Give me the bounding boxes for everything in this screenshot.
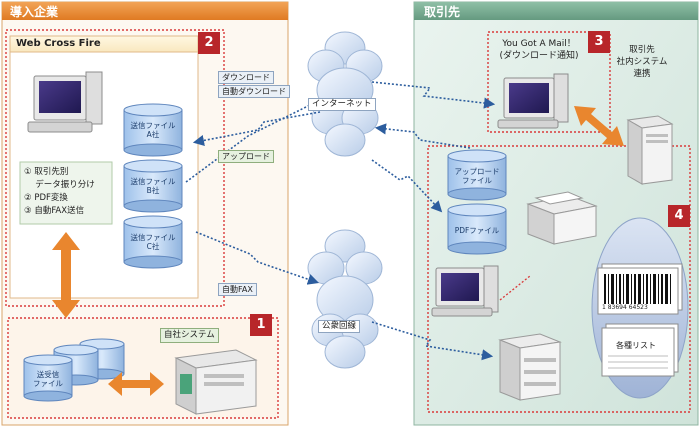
upload-file-label: アップロード ファイル [447, 167, 507, 185]
company-server-icon [174, 349, 258, 415]
internet-label: インターネット [308, 98, 376, 111]
mail-computer-icon [497, 73, 569, 129]
step-1: ① 取引先別 [24, 167, 69, 177]
file-b-line1: 送信ファイル [130, 177, 176, 186]
list-document-icon [601, 323, 679, 377]
partner-system-line2: 社内システム [616, 57, 668, 67]
upload-file-line2: ファイル [462, 176, 492, 185]
barcode-document-icon [597, 263, 683, 315]
step-2: ② PDF変換 [24, 193, 68, 203]
laser-printer-icon [526, 191, 598, 245]
barcode-number: 1 83694 64523 [602, 304, 648, 311]
badge-2: 2 [198, 32, 220, 54]
right-panel-title: 取引先 [424, 5, 461, 19]
pdf-file-cylinder [447, 203, 507, 255]
public-line-label: 公衆回線 [318, 320, 361, 333]
file-a-label: 送信ファイル A社 [123, 121, 183, 139]
partner-system-line3: 連携 [633, 69, 651, 79]
file-cylinders [123, 103, 183, 269]
upload-tag: アップロード [218, 150, 274, 163]
upload-file-cylinder [447, 149, 507, 201]
file-a-line2: A社 [146, 130, 160, 139]
file-b-label: 送信ファイル B社 [123, 177, 183, 195]
public-line-cloud-icon [307, 229, 383, 369]
send-receive-file-label: 送受信 ファイル [18, 370, 78, 388]
send-receive-line1: 送受信 [36, 370, 60, 379]
list-label: 各種リスト [616, 341, 656, 350]
process-steps: ① 取引先別 データ振り分け ② PDF変換 ③ 自動FAX送信 [24, 166, 95, 218]
mail-notice-line1: You Got A Mail！ [502, 39, 576, 49]
badge-4: 4 [668, 205, 690, 227]
file-cylinder-b [123, 159, 183, 213]
file-cylinder-c [123, 215, 183, 269]
partner-computer-icon [431, 265, 499, 317]
file-a-line1: 送信ファイル [130, 121, 176, 130]
step-3: ③ 自動FAX送信 [24, 206, 85, 216]
fax-machine-icon [498, 333, 562, 401]
orange-diagonal-arrow [574, 106, 624, 146]
send-receive-file-cylinders [23, 338, 125, 402]
badge-3: 3 [588, 31, 610, 53]
file-cylinder-a [123, 103, 183, 157]
mail-notice: You Got A Mail！ (ダウンロード通知) [494, 38, 584, 62]
file-b-line2: B社 [146, 186, 160, 195]
orange-horizontal-arrow [108, 372, 164, 396]
file-c-line1: 送信ファイル [130, 233, 176, 242]
left-panel-title: 導入企業 [10, 5, 59, 19]
company-system-label: 自社システム [160, 328, 219, 343]
pdf-file-label: PDFファイル [454, 226, 500, 235]
webcross-computer-icon [27, 71, 103, 133]
mail-notice-line2: (ダウンロード通知) [499, 51, 579, 61]
badge-1: 1 [250, 314, 272, 336]
partner-server-icon [626, 115, 674, 185]
send-receive-line2: ファイル [33, 379, 63, 388]
red-dotted-link [499, 275, 531, 301]
dotted-connection-arrows [185, 81, 496, 361]
partner-system-line1: 取引先 [629, 45, 655, 55]
webcross-title: Web Cross Fire [16, 38, 101, 49]
file-c-line2: C社 [146, 242, 160, 251]
step-1-cont: データ振り分け [24, 180, 95, 190]
orange-vertical-arrow [52, 232, 80, 318]
auto-download-tag: 自動ダウンロード [218, 85, 290, 98]
upload-file-line1: アップロード [454, 167, 500, 176]
auto-fax-tag: 自動FAX [218, 283, 257, 296]
download-tag: ダウンロード [218, 71, 274, 84]
internet-cloud-icon [307, 31, 383, 157]
partner-system-label: 取引先 社内システム 連携 [610, 44, 674, 80]
file-c-label: 送信ファイル C社 [123, 233, 183, 251]
